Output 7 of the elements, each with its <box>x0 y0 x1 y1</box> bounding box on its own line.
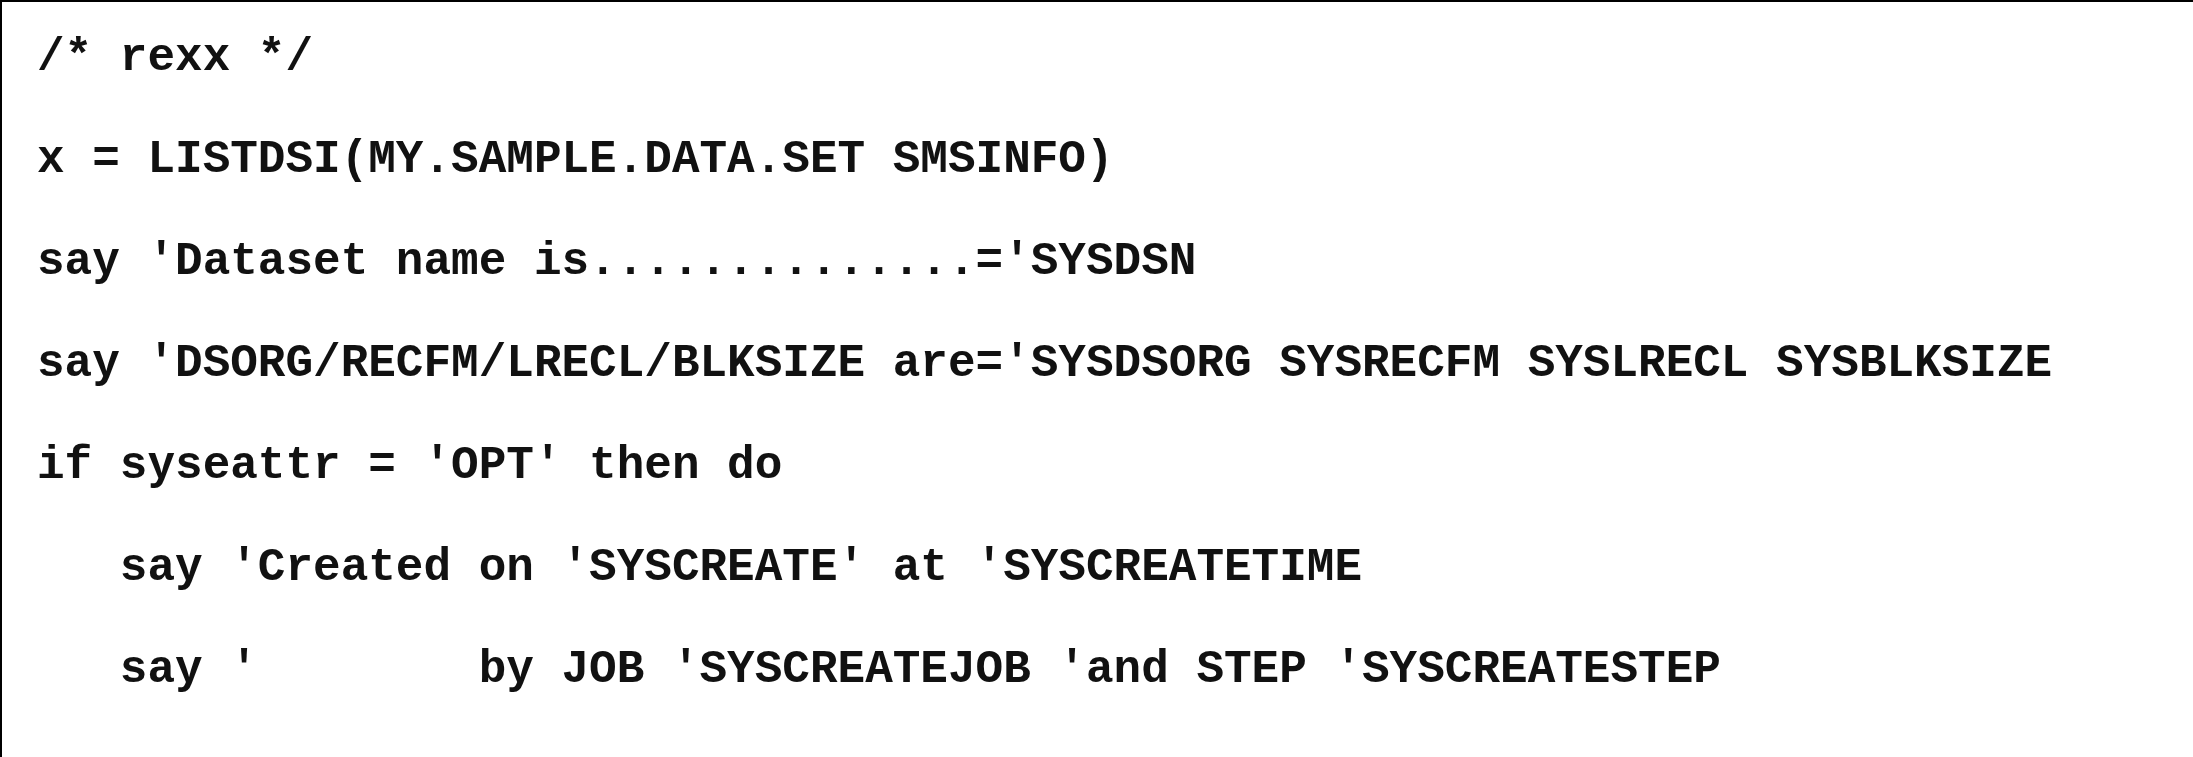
code-line: x = LISTDSI(MY.SAMPLE.DATA.SET SMSINFO) <box>37 133 1114 187</box>
code-line: say 'DSORG/RECFM/LRECL/BLKSIZE are='SYSDSORG SYSRECFM SYSLRECL SYSBLKSIZE <box>37 337 2053 391</box>
code-line: say ' by JOB 'SYSCREATEJOB 'and STEP 'SYSCREATESTEP <box>118 643 1721 697</box>
code-line: say 'Dataset name is..............='SYSDSN <box>37 235 1197 289</box>
code-line: /* rexx */ <box>37 31 314 85</box>
code-line: say 'Created on 'SYSCREATE' at 'SYSCREATETIME <box>118 541 1362 595</box>
code-line: if syseattr = 'OPT' then do <box>37 439 783 493</box>
